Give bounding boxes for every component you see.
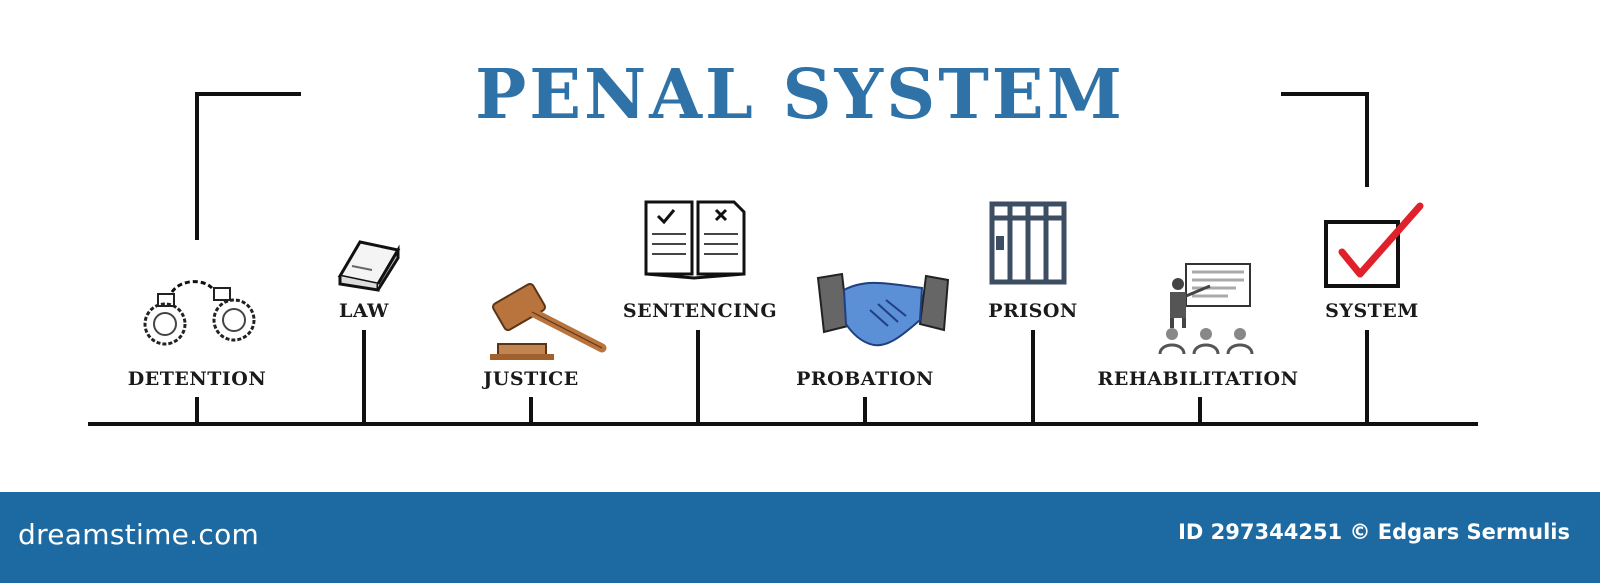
handshake-icon — [816, 272, 950, 347]
label-sentencing: SENTENCING — [622, 300, 778, 322]
gavel-icon — [490, 282, 607, 360]
connector-rehabilitation — [1198, 397, 1202, 424]
label-system: SYSTEM — [1325, 300, 1419, 322]
bracket-left-horizontal — [195, 92, 301, 96]
open-document-icon — [644, 200, 746, 280]
connector-justice — [529, 397, 533, 424]
timeline-baseline — [88, 422, 1478, 426]
page-title: PENAL SYSTEM — [475, 55, 1125, 135]
label-detention: DETENTION — [127, 368, 267, 390]
label-probation: PROBATION — [796, 368, 934, 390]
label-law: LAW — [339, 300, 389, 322]
connector-sentencing — [696, 330, 700, 424]
checkbox-icon — [1324, 202, 1424, 288]
label-rehabilitation: REHABILITATION — [1097, 368, 1299, 390]
connector-law — [362, 330, 366, 424]
infographic: PENAL SYSTEM DETENTION LAW JUSTICE SENTE… — [88, 55, 1478, 426]
prison-bars-icon — [989, 201, 1067, 285]
connector-detention — [195, 397, 199, 424]
image-credit: ID 297344251 © Edgars Sermulis — [1178, 520, 1570, 544]
presentation-icon — [1158, 263, 1254, 355]
footer-bar: dreamstime.com ID 297344251 © Edgars Ser… — [0, 492, 1600, 583]
book-icon — [337, 240, 401, 292]
connector-prison — [1031, 330, 1035, 424]
connector-system — [1365, 330, 1369, 424]
label-prison: PRISON — [988, 300, 1078, 322]
label-justice: JUSTICE — [483, 368, 579, 390]
handcuffs-icon — [143, 280, 256, 346]
bracket-right-horizontal — [1281, 92, 1369, 96]
brand-logo[interactable]: dreamstime.com — [18, 518, 260, 551]
bracket-right-vertical — [1365, 92, 1369, 187]
connector-probation — [863, 397, 867, 424]
bracket-left-vertical — [195, 92, 199, 240]
